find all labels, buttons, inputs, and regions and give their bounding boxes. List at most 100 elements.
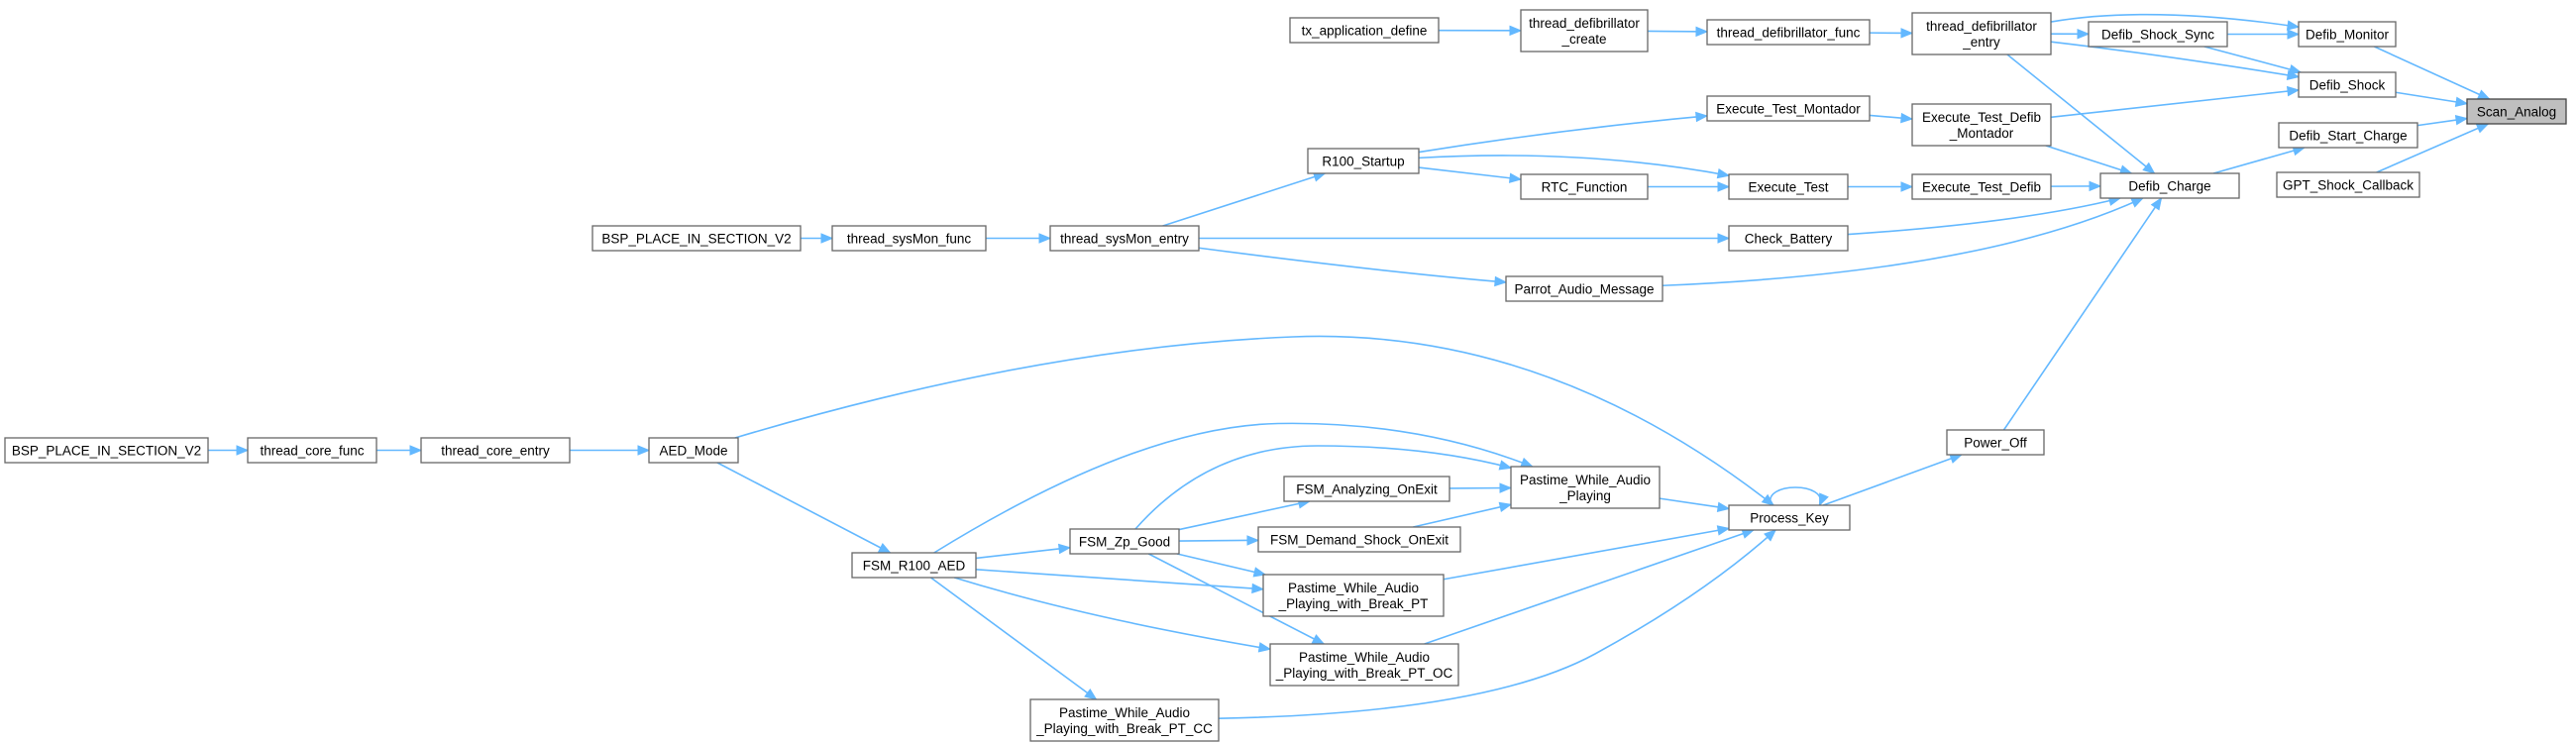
node-pastime-pt[interactable]: Pastime_While_Audio_Playing_with_Break_P… — [1262, 574, 1445, 617]
arrowhead — [1520, 457, 1534, 468]
arrowhead — [1949, 454, 1964, 464]
arrowhead — [1494, 275, 1508, 287]
edge-line — [2050, 89, 2300, 119]
edge-line — [1162, 172, 1326, 227]
node-exec-test-defib[interactable]: Execute_Test_Defib — [1911, 173, 2052, 200]
edge-thread_sysmon_entry-to-check_battery — [1199, 233, 1731, 244]
node-fsm-r100-aed[interactable]: FSM_R100_AED — [851, 552, 977, 579]
node-defib-monitor[interactable]: Defib_Monitor — [2298, 21, 2397, 48]
node-thread-sysmon-entry[interactable]: thread_sysMon_entry — [1049, 225, 1200, 252]
node-bsp-v2-top[interactable]: BSP_PLACE_IN_SECTION_V2 — [591, 225, 802, 252]
node-check-battery[interactable]: Check_Battery — [1728, 225, 1849, 252]
edge-line — [1218, 529, 1776, 719]
edge-thread_defib_entry-to-defib_monitor — [2050, 13, 2301, 31]
arrowhead — [1508, 172, 1523, 183]
edge-defib_shock_sync-to-defib_shock — [2203, 46, 2303, 75]
node-fsm-analyzing[interactable]: FSM_Analyzing_OnExit — [1283, 476, 1450, 502]
edge-line — [1418, 166, 1522, 180]
arrowhead — [877, 543, 892, 554]
node-label: Defib_Shock — [2309, 78, 2386, 93]
node-label: Defib_Start_Charge — [2289, 129, 2407, 144]
node-rtc-function[interactable]: RTC_Function — [1520, 173, 1649, 200]
edges-layer — [208, 13, 2491, 719]
node-pastime-wap[interactable]: Pastime_While_Audio_Playing — [1510, 466, 1661, 509]
node-box — [2099, 172, 2240, 199]
node-parrot-audio[interactable]: Parrot_Audio_Message — [1505, 275, 1664, 302]
node-box — [420, 437, 571, 464]
edge-line — [2374, 46, 2490, 100]
edge-line — [1198, 247, 1507, 283]
edge-line — [1418, 115, 1708, 154]
node-tx-app-define[interactable]: tx_application_define — [1289, 17, 1440, 44]
node-r100-startup[interactable]: R100_Startup — [1307, 148, 1420, 174]
node-label: FSM_Demand_Shock_OnExit — [1270, 533, 1449, 548]
edge-line — [953, 577, 1271, 651]
edge-bsp_v2_bottom-to-thread_core_func — [208, 445, 250, 456]
node-power-off[interactable]: Power_Off — [1946, 429, 2045, 456]
node-exec-test-montador[interactable]: Execute_Test_Montador — [1706, 95, 1871, 122]
node-thread-defib-entry[interactable]: thread_defibrillator_entry — [1911, 12, 2052, 55]
node-box — [591, 225, 802, 252]
node-label: R100_Startup — [1322, 155, 1404, 169]
node-defib-start-charge[interactable]: Defib_Start_Charge — [2278, 122, 2418, 149]
node-fsm-zp-good[interactable]: FSM_Zp_Good — [1069, 528, 1180, 555]
node-defib-shock-sync[interactable]: Defib_Shock_Sync — [2088, 21, 2228, 48]
node-thread-defib-func[interactable]: thread_defibrillator_func — [1706, 19, 1871, 46]
node-thread-defib-create[interactable]: thread_defibrillator_create — [1520, 9, 1649, 53]
node-box — [1706, 95, 1871, 122]
edge-line — [929, 577, 1097, 700]
node-execute-test[interactable]: Execute_Test — [1728, 173, 1849, 200]
node-box — [1728, 173, 1849, 200]
edge-line — [975, 546, 1071, 560]
node-defib-charge[interactable]: Defib_Charge — [2099, 172, 2240, 199]
node-process-key[interactable]: Process_Key — [1728, 504, 1851, 531]
node-label: thread_core_func — [260, 444, 364, 459]
edge-line — [2050, 13, 2300, 29]
node-pastime-pt-oc[interactable]: Pastime_While_Audio_Playing_with_Break_P… — [1269, 643, 1459, 687]
arrowhead — [1716, 167, 1731, 179]
node-defib-shock[interactable]: Defib_Shock — [2298, 71, 2397, 98]
edge-exec_test_montador-to-exec_test_defib_montador — [1869, 112, 1914, 124]
edge-process_key-to-process_key — [1770, 486, 1829, 507]
node-box — [1029, 698, 1220, 742]
arrowhead — [1509, 25, 1523, 37]
node-box — [1911, 12, 2052, 55]
node-thread-core-func[interactable]: thread_core_func — [247, 437, 377, 464]
node-label: Execute_Test_Defib — [1922, 110, 2041, 125]
node-box — [1262, 574, 1445, 617]
edge-execute_test-to-exec_test_defib — [1848, 181, 1914, 192]
node-aed-mode[interactable]: AED_Mode — [648, 437, 739, 464]
node-box — [1269, 643, 1459, 687]
node-exec-test-defib-montador[interactable]: Execute_Test_Defib_Montador — [1911, 103, 2052, 147]
arrowhead — [820, 233, 834, 244]
node-label: Process_Key — [1750, 511, 1829, 526]
edge-line — [2376, 123, 2489, 173]
edge-line — [1413, 503, 1512, 528]
node-box — [1307, 148, 1420, 174]
node-scan-analog[interactable]: Scan_Analog — [2466, 98, 2567, 125]
node-box — [1520, 9, 1649, 53]
arrowhead — [1764, 529, 1777, 542]
node-bsp-v2-bottom[interactable]: BSP_PLACE_IN_SECTION_V2 — [4, 437, 209, 464]
node-thread-core-entry[interactable]: thread_core_entry — [420, 437, 571, 464]
edge-exec_test_defib-to-defib_charge — [2050, 180, 2102, 192]
node-gpt-shock-callback[interactable]: GPT_Shock_Callback — [2276, 171, 2420, 198]
edge-thread_defib_func-to-thread_defib_entry — [1869, 28, 1914, 39]
node-pastime-pt-cc[interactable]: Pastime_While_Audio_Playing_with_Break_P… — [1029, 698, 1220, 742]
edge-thread_sysmon_entry-to-r100_startup — [1162, 171, 1327, 227]
arrowhead — [637, 445, 651, 456]
node-fsm-demand-shock[interactable]: FSM_Demand_Shock_OnExit — [1257, 526, 1461, 553]
edge-line — [1662, 197, 2144, 287]
edge-pastime_pt-to-process_key — [1443, 525, 1731, 581]
edge-line — [1770, 486, 1822, 506]
arrowhead — [1717, 233, 1731, 244]
edge-line — [734, 335, 1774, 506]
arrowhead — [2287, 29, 2301, 40]
node-label: AED_Mode — [659, 444, 727, 459]
node-box — [1728, 225, 1849, 252]
node-thread-sysmon-func[interactable]: thread_sysMon_func — [831, 225, 987, 252]
node-label: _Montador — [1949, 126, 2014, 141]
edge-fsm_zp_good-to-fsm_demand_shock — [1178, 535, 1260, 546]
arrowhead — [2142, 161, 2156, 174]
